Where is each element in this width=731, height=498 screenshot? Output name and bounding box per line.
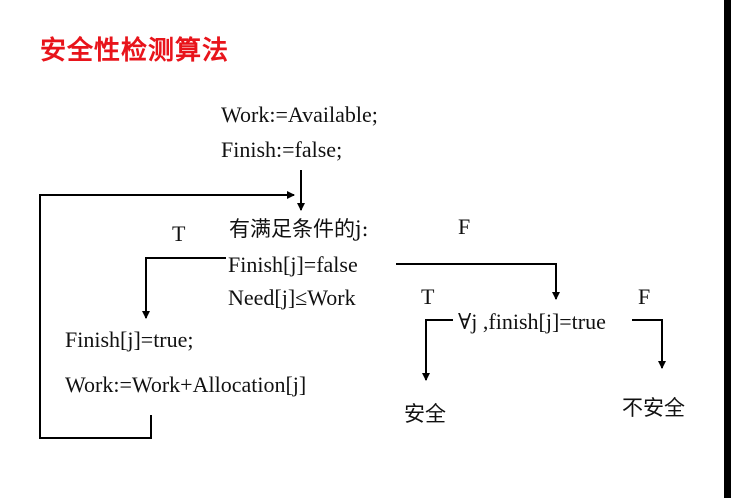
condition-true-label: T	[172, 221, 186, 246]
condition-need-le-work: Need[j]≤Work	[228, 285, 356, 310]
check-true-arrow	[422, 319, 453, 381]
condition-false-arrow	[396, 263, 560, 300]
slide-title: 安全性检测算法	[40, 36, 230, 66]
loop-back-arrow	[39, 191, 295, 439]
init-work-statement: Work:=Available;	[221, 102, 378, 127]
result-safe: 安全	[404, 402, 446, 426]
check-true-label: T	[421, 284, 435, 309]
all-finished-check: ∀j ,finish[j]=true	[458, 309, 606, 334]
condition-false-label: F	[458, 214, 471, 239]
check-false-arrow	[632, 319, 666, 369]
update-work-allocation: Work:=Work+Allocation[j]	[65, 372, 307, 397]
update-finish-true: Finish[j]=true;	[65, 327, 194, 352]
condition-question: 有满足条件的j:	[229, 217, 369, 241]
check-false-label: F	[638, 284, 651, 309]
slide-edge-bar	[724, 0, 731, 498]
condition-finish-false: Finish[j]=false	[228, 252, 358, 277]
result-unsafe: 不安全	[622, 396, 685, 420]
condition-true-arrow	[142, 257, 226, 319]
init-finish-statement: Finish:=false;	[221, 137, 343, 162]
